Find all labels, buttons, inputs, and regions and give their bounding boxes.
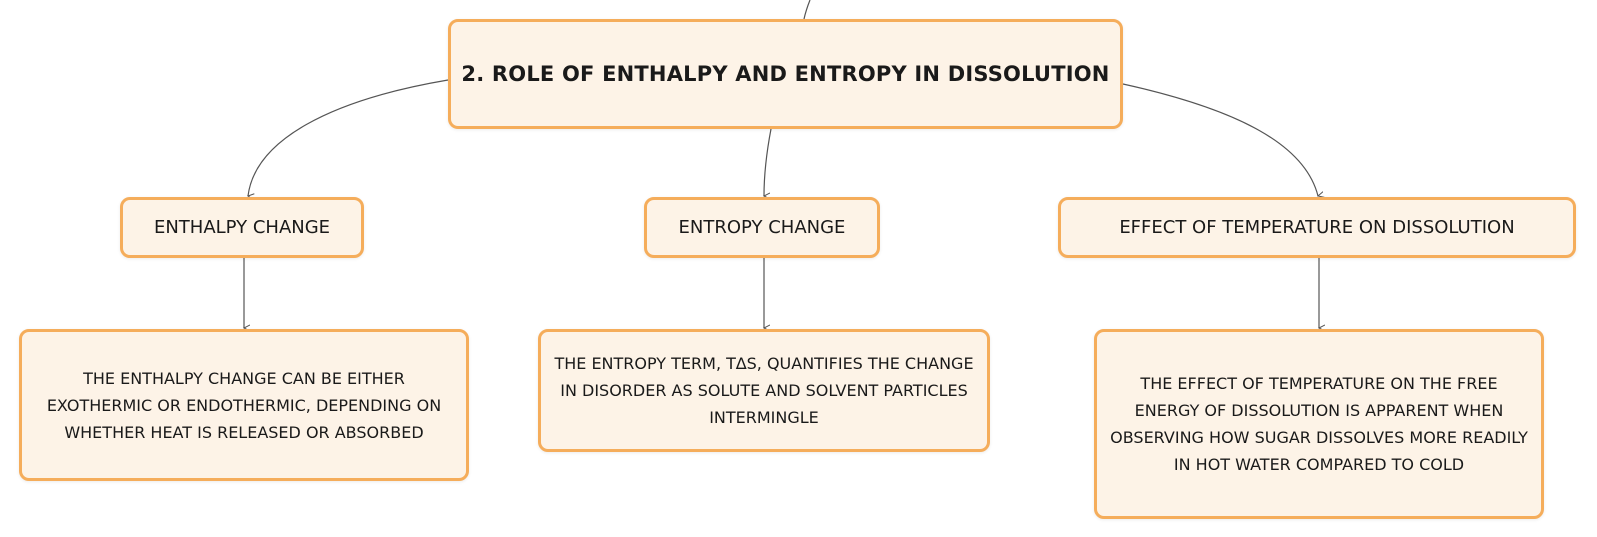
- entropy-detail-text: THE ENTROPY TERM, T∆S, QUANTIFIES THE CH…: [554, 354, 974, 427]
- connector-root-to-enthalpy: [248, 79, 449, 196]
- entropy-change-node[interactable]: ENTROPY CHANGE: [644, 197, 880, 258]
- root-topic-label: 2. ROLE OF ENTHALPY AND ENTROPY IN DISSO…: [461, 62, 1110, 86]
- temperature-effect-node[interactable]: EFFECT OF TEMPERATURE ON DISSOLUTION: [1058, 197, 1576, 258]
- connector-parent-to-root: [803, 0, 811, 20]
- connector-root-to-temperature: [1122, 83, 1318, 196]
- enthalpy-detail-text: THE ENTHALPY CHANGE CAN BE EITHER EXOTHE…: [46, 368, 442, 442]
- connector-root-to-entropy: [764, 128, 772, 196]
- temperature-effect-label: EFFECT OF TEMPERATURE ON DISSOLUTION: [1119, 217, 1515, 238]
- root-topic-node[interactable]: 2. ROLE OF ENTHALPY AND ENTROPY IN DISSO…: [448, 19, 1123, 129]
- entropy-detail-node[interactable]: THE ENTROPY TERM, T∆S, QUANTIFIES THE CH…: [538, 329, 990, 452]
- enthalpy-change-node[interactable]: ENTHALPY CHANGE: [120, 197, 364, 258]
- temperature-detail-text: THE EFFECT OF TEMPERATURE ON THE FREE EN…: [1110, 374, 1528, 474]
- entropy-change-label: ENTROPY CHANGE: [678, 217, 846, 238]
- enthalpy-change-label: ENTHALPY CHANGE: [153, 217, 331, 238]
- temperature-detail-node[interactable]: THE EFFECT OF TEMPERATURE ON THE FREE EN…: [1094, 329, 1544, 519]
- enthalpy-detail-node[interactable]: THE ENTHALPY CHANGE CAN BE EITHER EXOTHE…: [19, 329, 469, 481]
